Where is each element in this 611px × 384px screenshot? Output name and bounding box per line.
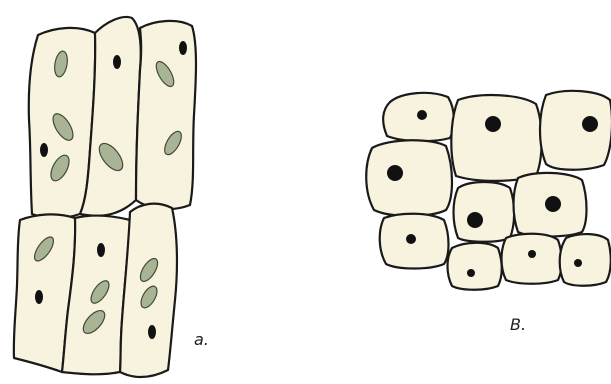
rounded-cell	[560, 234, 611, 286]
rounded-cell	[454, 182, 515, 242]
nucleus	[179, 41, 187, 55]
nucleus	[35, 290, 43, 304]
elongated-cell	[136, 21, 196, 209]
nucleus	[387, 165, 403, 181]
nucleus	[467, 269, 475, 277]
nucleus	[148, 325, 156, 339]
nucleus	[545, 196, 561, 212]
nucleus	[406, 234, 416, 244]
rounded-cell	[540, 91, 611, 170]
nucleus	[485, 116, 501, 132]
panel-b-label: B.	[510, 315, 526, 334]
nucleus	[113, 55, 121, 69]
nucleus	[40, 143, 48, 157]
nucleus	[574, 259, 582, 267]
panel-a-label: a.	[194, 330, 209, 349]
nucleus	[528, 250, 536, 258]
rounded-cell	[451, 95, 541, 181]
rounded-cell	[502, 234, 562, 284]
rounded-cell	[448, 243, 502, 290]
nucleus	[97, 243, 105, 257]
nucleus	[417, 110, 427, 120]
panel-b-rounded-cells	[366, 91, 611, 290]
rounded-cell	[366, 140, 452, 216]
nucleus	[582, 116, 598, 132]
panel-a-elongated-cells	[14, 17, 196, 377]
nucleus	[467, 212, 483, 228]
